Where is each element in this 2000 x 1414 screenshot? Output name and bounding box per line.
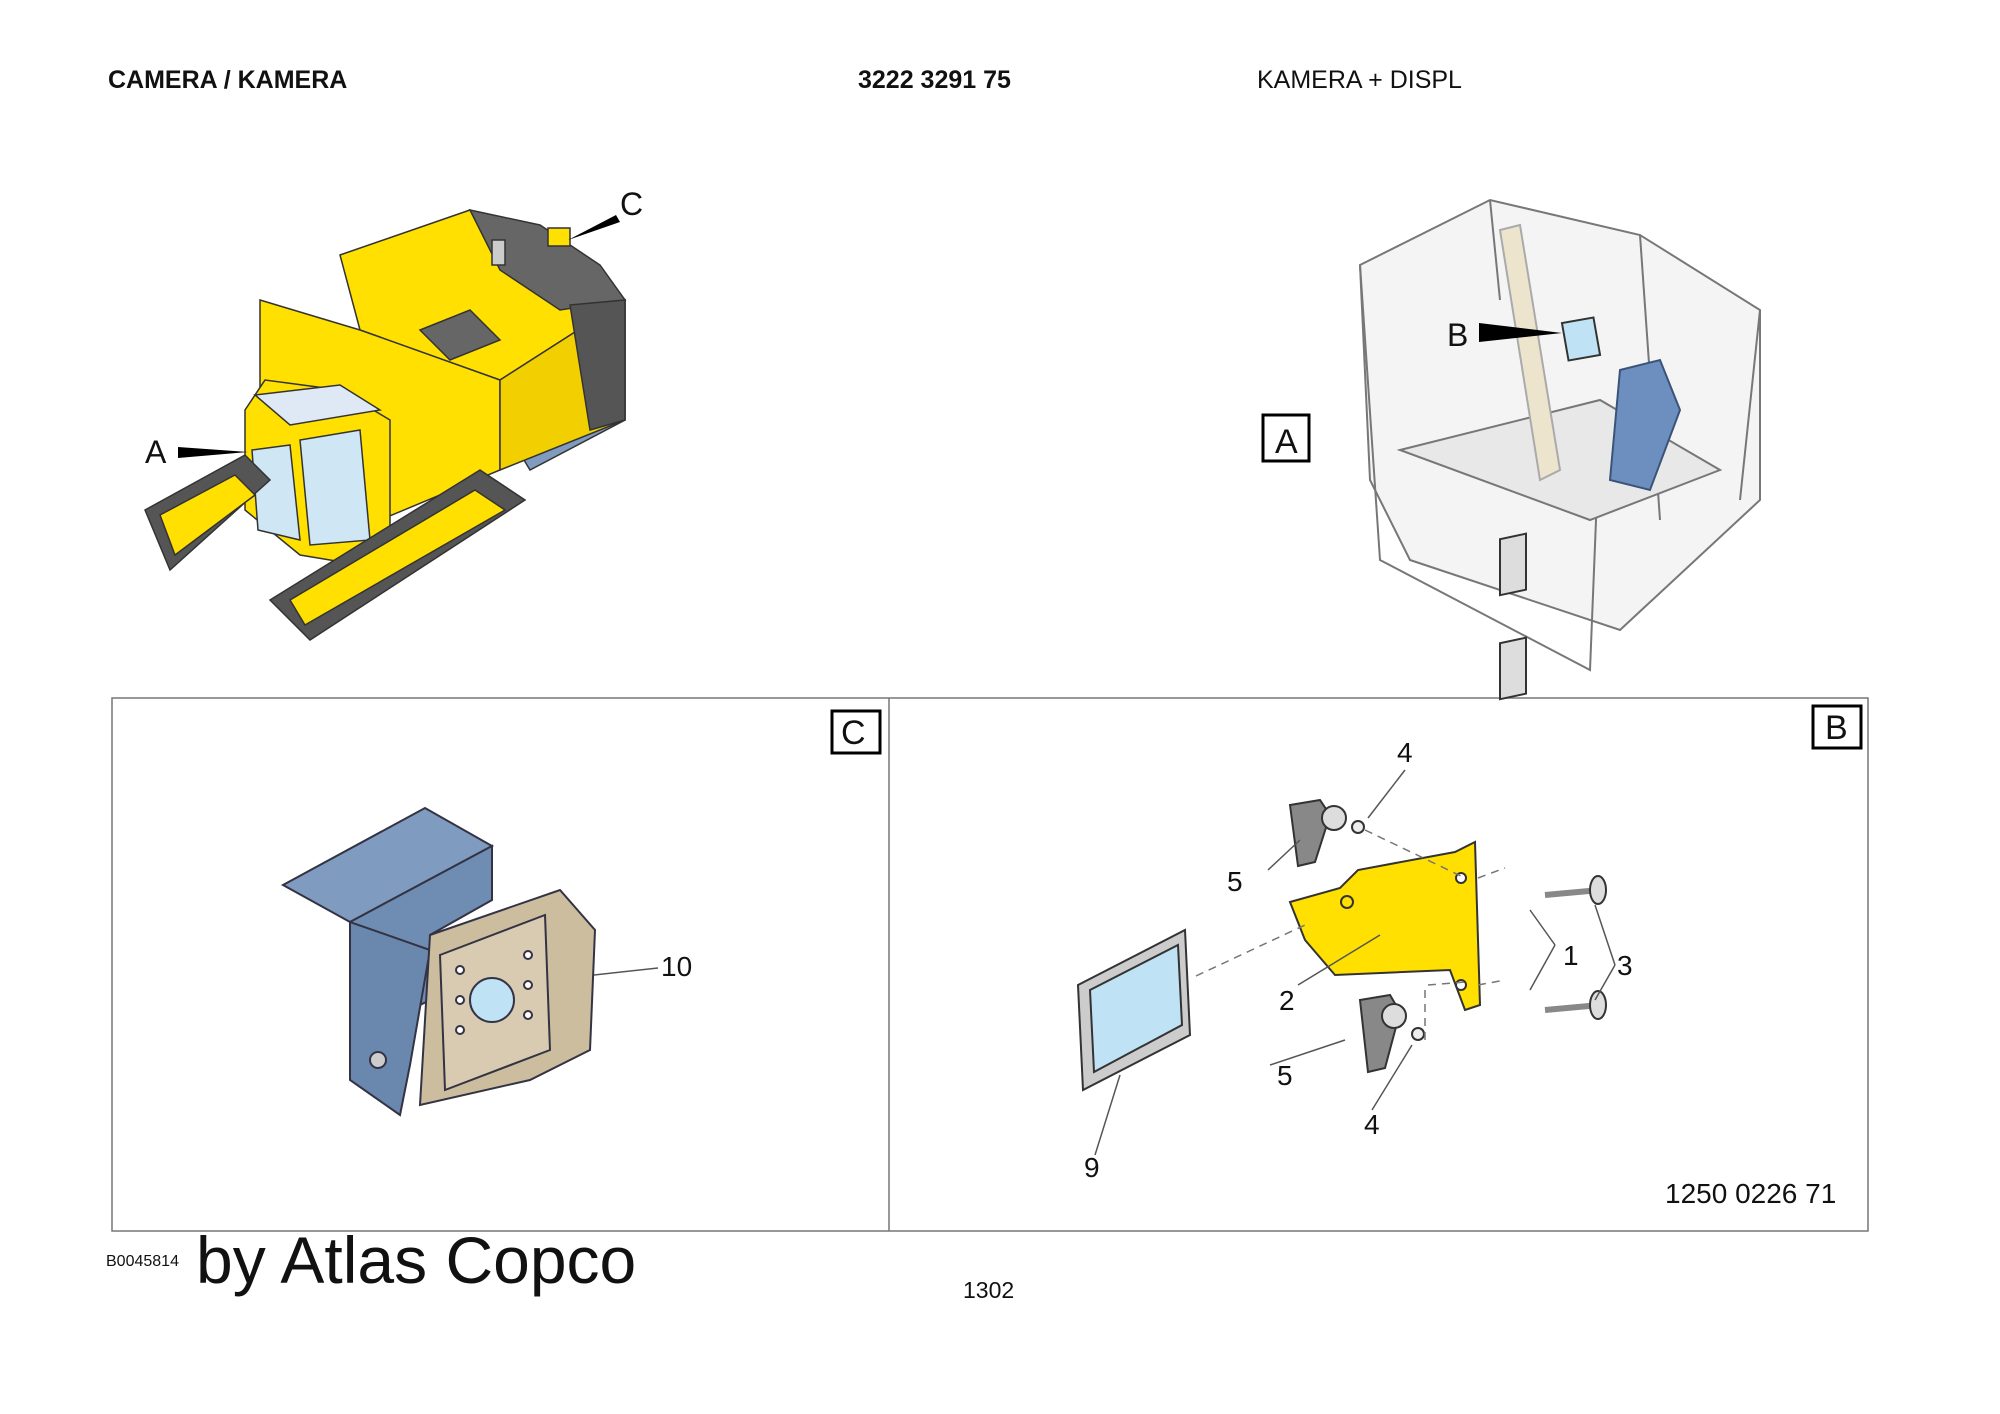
pointer-b xyxy=(1479,323,1562,342)
detail-frame xyxy=(111,697,1869,1232)
label-c: C xyxy=(620,186,643,222)
view-box-a xyxy=(1261,413,1311,463)
cab-label-b: B xyxy=(1447,317,1468,353)
callout-display: 9 xyxy=(1084,1152,1100,1183)
callout-bracket: 2 xyxy=(1279,985,1295,1016)
view-box-b-label: B xyxy=(1825,709,1848,747)
callout-knob-bottom: 5 xyxy=(1277,1060,1293,1091)
part-description: KAMERA + DISPL xyxy=(1257,66,1462,94)
machine-overview xyxy=(144,208,627,641)
camera-detail xyxy=(280,806,597,1117)
page-number: 1302 xyxy=(963,1277,1015,1303)
view-box-a-label: A xyxy=(1275,423,1298,461)
callout-washer-top: 4 xyxy=(1397,737,1413,768)
display-kit xyxy=(1076,532,1607,1092)
leader-10 xyxy=(593,967,659,976)
part-number: 3222 3291 75 xyxy=(858,66,1011,94)
page-title: CAMERA / KAMERA xyxy=(108,66,348,94)
brand-text: by Atlas Copco xyxy=(196,1223,637,1297)
assembly-lines xyxy=(1195,829,1506,1040)
leader-lines xyxy=(1094,769,1616,1156)
cab-view xyxy=(1358,198,1761,672)
callout-camera: 10 xyxy=(661,951,692,982)
callout-knob-top: 5 xyxy=(1227,866,1243,897)
kit-number: 1250 0226 71 xyxy=(1665,1178,1837,1209)
callout-clip: 1 xyxy=(1563,940,1579,971)
callout-washer-bottom: 4 xyxy=(1364,1109,1380,1140)
label-a: A xyxy=(145,434,167,470)
view-box-c xyxy=(830,709,882,755)
callout-screw: 3 xyxy=(1617,950,1633,981)
image-id: B0045814 xyxy=(106,1253,179,1270)
view-box-c-label: C xyxy=(841,714,866,752)
view-box-b xyxy=(1811,704,1863,750)
